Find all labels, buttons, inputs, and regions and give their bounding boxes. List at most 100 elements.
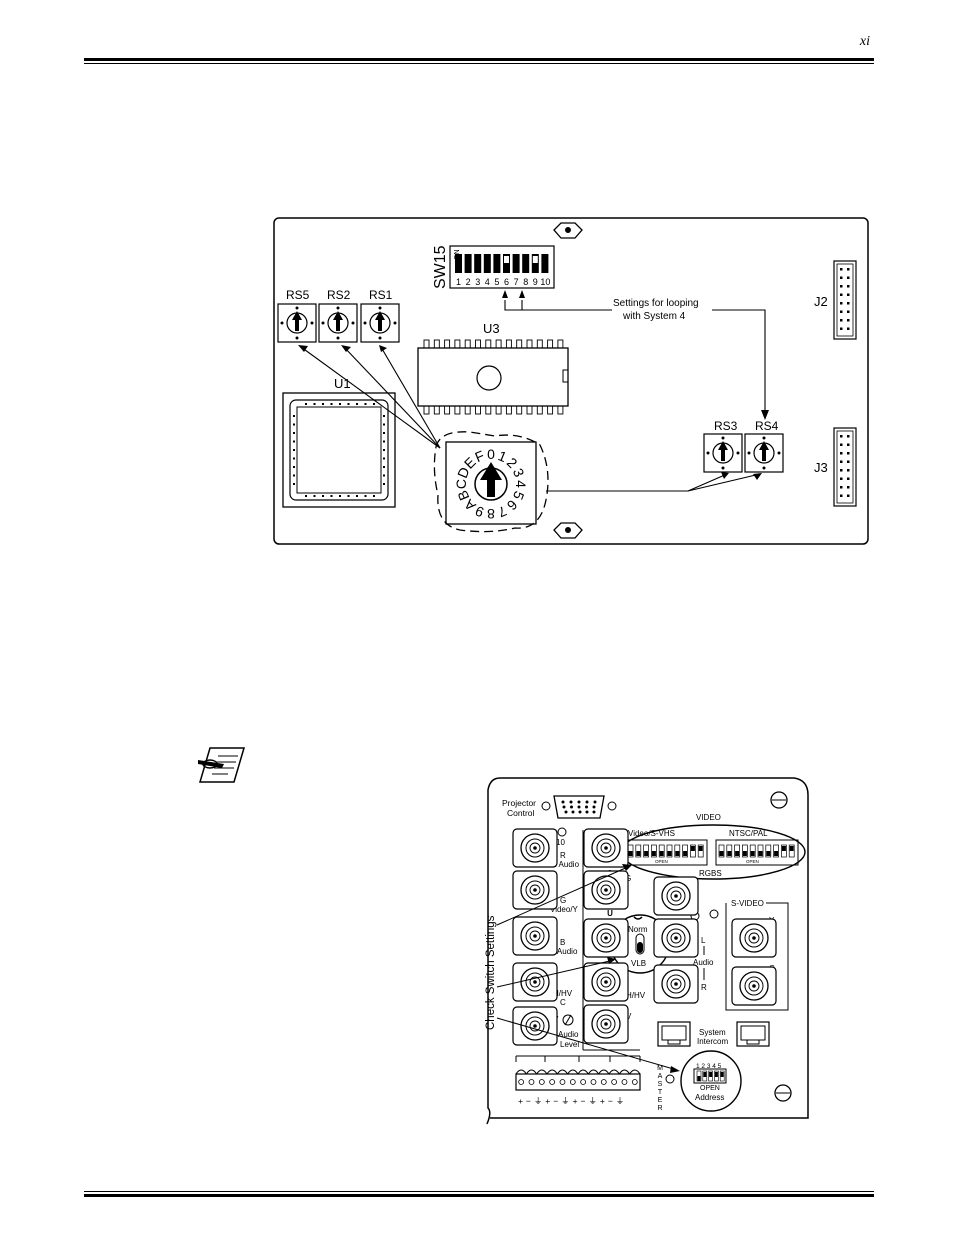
bnc-hhv-left	[512, 962, 558, 1002]
sw15-toggle-6	[503, 254, 510, 273]
sw15-toggle-1	[455, 254, 462, 273]
audio-level-label-1: Audio	[558, 1030, 579, 1039]
video-dip-right: OPEN	[715, 839, 799, 866]
label-r: R	[560, 851, 566, 860]
svg-text:R: R	[657, 1105, 662, 1112]
ntsc-pal-label: NTSC/PAL	[729, 829, 768, 838]
address-label: Address	[695, 1093, 724, 1102]
rs1-label: RS1	[369, 288, 393, 302]
rotary-rs1	[360, 303, 400, 343]
board-outline	[273, 217, 869, 545]
top-rule-thick	[84, 58, 874, 61]
sw15-number-7: 7	[514, 277, 519, 287]
label-r-right: R	[701, 983, 707, 992]
mounting-screw-top	[553, 222, 583, 239]
looping-note-line2: with System 4	[622, 311, 686, 322]
vlb-label: VLB	[631, 959, 646, 968]
svg-text:S: S	[658, 1081, 663, 1088]
label-r-audio: R Audio	[551, 860, 580, 869]
hex-digit-0: 0	[487, 446, 495, 462]
bnc-mid-b	[583, 918, 629, 958]
svg-text:OPEN: OPEN	[655, 859, 668, 864]
page-number: xi	[859, 34, 870, 49]
system-intercom-label-1: System	[699, 1028, 726, 1037]
svg-text:E: E	[658, 1097, 663, 1104]
sw15-number-3: 3	[475, 277, 480, 287]
label-b: B	[560, 938, 565, 947]
hex-digit-4: 4	[513, 480, 529, 488]
db15-connector	[541, 795, 617, 819]
sw15-number-5: 5	[494, 277, 499, 287]
sw15-number-9: 9	[533, 277, 538, 287]
sw15-number-10: 10	[540, 277, 550, 287]
rj45-jack-left	[657, 1021, 691, 1047]
check-switch-label: Check Switch Settings	[485, 915, 497, 1030]
label-l-right: L	[701, 936, 706, 945]
label-video-y: Video/Y	[550, 905, 579, 914]
rs2-label: RS2	[327, 288, 351, 302]
connector-j2	[833, 260, 857, 340]
u3-label: U3	[483, 321, 500, 336]
panel-outline	[486, 777, 809, 1125]
sw15-number-2: 2	[466, 277, 471, 287]
j3-label: J3	[814, 460, 828, 475]
bnc-g-video-y	[512, 870, 558, 910]
sw15-toggles	[455, 254, 549, 273]
u1-chip	[282, 392, 396, 508]
sw15-body	[449, 245, 555, 289]
bnc-b-l-audio	[512, 916, 558, 956]
sw15-toggle-7	[512, 254, 520, 273]
rotary-rs3	[703, 433, 743, 473]
s-video-label: S-VIDEO	[731, 899, 764, 908]
bnc-audio-l	[653, 918, 699, 958]
norm-label: Norm	[628, 925, 648, 934]
projector-control-label-2: Control	[507, 808, 535, 818]
u1-label: U1	[334, 376, 351, 391]
label-v-mid: V	[626, 1012, 632, 1021]
projector-control-label-1: Projector	[502, 798, 536, 808]
svg-text:OPEN: OPEN	[746, 859, 759, 864]
sw15-toggle-3	[474, 254, 482, 273]
sw15-toggle-9	[531, 254, 539, 273]
sw15-toggle-8	[522, 254, 530, 273]
terminal-signs: + − ⏚ + − ⏚ + − ⏚ + − ⏚	[518, 1096, 625, 1106]
hex-digit-C: C	[453, 479, 469, 489]
video-label: VIDEO	[696, 813, 721, 822]
address-open: OPEN	[700, 1085, 720, 1092]
svideo-svhs-label: S-Video/S-VHS	[620, 829, 675, 838]
hex-digit-8: 8	[487, 506, 495, 522]
rotary-rs2	[318, 303, 358, 343]
bnc-g-mid	[583, 870, 629, 910]
loop-arrow-rs4	[712, 309, 766, 412]
looping-note-line1: Settings for looping	[613, 298, 699, 309]
sw15-toggle-5	[493, 254, 501, 273]
rs3-label: RS3	[714, 419, 738, 433]
svg-text:T: T	[658, 1089, 663, 1096]
rj45-jack-right	[736, 1021, 770, 1047]
sw15-number-8: 8	[523, 277, 528, 287]
svg-text:M: M	[657, 1065, 663, 1072]
rotary-rs4	[744, 433, 784, 473]
sw15-toggle-10	[541, 254, 549, 273]
label-10: 10	[556, 838, 565, 847]
rs4-label: RS4	[755, 419, 779, 433]
rear-panel-diagram: Projector Control VIDEO S-Video/S-VHS NT…	[485, 777, 809, 1125]
label-c: C	[560, 998, 566, 1007]
svg-text:U: U	[607, 909, 613, 918]
sw15-number-1: 1	[456, 277, 461, 287]
bnc-right-top	[653, 876, 699, 916]
bnc-svideo-y	[731, 918, 777, 958]
label-hhv-mid: H/HV	[626, 991, 646, 1000]
j2-label: J2	[814, 294, 828, 309]
rgbs-label: RGBS	[699, 869, 722, 878]
bnc-v-mid	[583, 1004, 629, 1044]
loop-bracket	[504, 300, 612, 311]
label-audio-right: Audio	[693, 958, 714, 967]
connector-j3	[833, 427, 857, 507]
callout-arrows	[300, 346, 761, 492]
bottom-rule-thick	[84, 1194, 874, 1197]
